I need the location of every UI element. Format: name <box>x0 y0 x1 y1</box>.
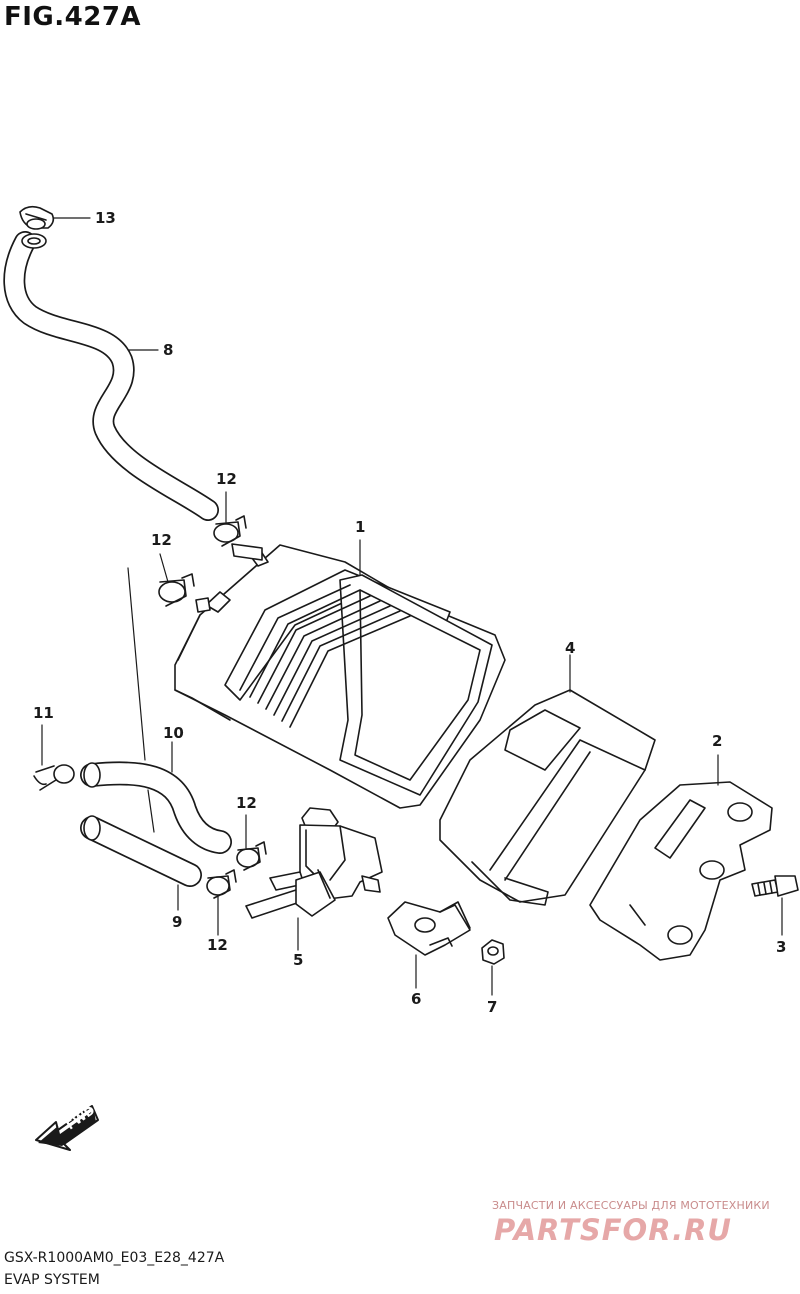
callout-1: 1 <box>355 518 366 536</box>
watermark-tagline: ЗАПЧАСТИ И АКСЕССУАРЫ ДЛЯ МОТОТЕХНИКИ <box>492 1199 770 1212</box>
part-10-hose <box>84 763 220 842</box>
callout-4: 4 <box>565 639 576 657</box>
callout-8: 8 <box>163 341 174 359</box>
callout-5: 5 <box>293 951 304 969</box>
figure-title: FIG.427A <box>4 2 142 32</box>
part-3-bolt <box>752 876 798 896</box>
part-5-purge-valve <box>246 808 382 918</box>
callout-3: 3 <box>776 938 787 956</box>
part-12-clamp-top <box>214 516 246 546</box>
model-code: GSX-R1000AM0_E03_E28_427A <box>4 1250 225 1266</box>
callout-12-bottom: 12 <box>207 936 228 954</box>
part-7-nut <box>482 940 504 964</box>
callout-10: 10 <box>163 724 184 742</box>
part-12-clamp-left <box>159 574 194 606</box>
callout-11: 11 <box>33 704 54 722</box>
leader-12-left <box>159 553 169 583</box>
callout-7: 7 <box>487 998 498 1016</box>
guide-line-2 <box>147 789 155 833</box>
callout-6: 6 <box>411 990 422 1008</box>
part-2-bracket <box>590 782 772 960</box>
part-12-clamp-bottom <box>207 870 236 898</box>
callout-12-left: 12 <box>151 531 172 549</box>
part-12-clamp-mid <box>237 842 266 870</box>
section-name: EVAP SYSTEM <box>4 1272 100 1288</box>
part-6-mount-bracket <box>388 902 470 955</box>
callout-9: 9 <box>172 913 183 931</box>
part-11-clip <box>34 765 74 790</box>
part-13-clamp <box>20 207 53 229</box>
fwd-arrow-icon: FWD <box>35 1103 99 1151</box>
callout-12-mid: 12 <box>236 794 257 812</box>
callout-12-top: 12 <box>216 470 237 488</box>
watermark-logo: PARTSFOR.RU <box>494 1213 732 1247</box>
callout-2: 2 <box>712 732 723 750</box>
part-9-hose <box>84 816 190 875</box>
callout-13: 13 <box>95 209 116 227</box>
part-1-canister <box>175 544 505 808</box>
part-8-hose <box>14 234 208 510</box>
guide-line-1 <box>127 567 146 761</box>
part-4-cover <box>440 690 655 905</box>
